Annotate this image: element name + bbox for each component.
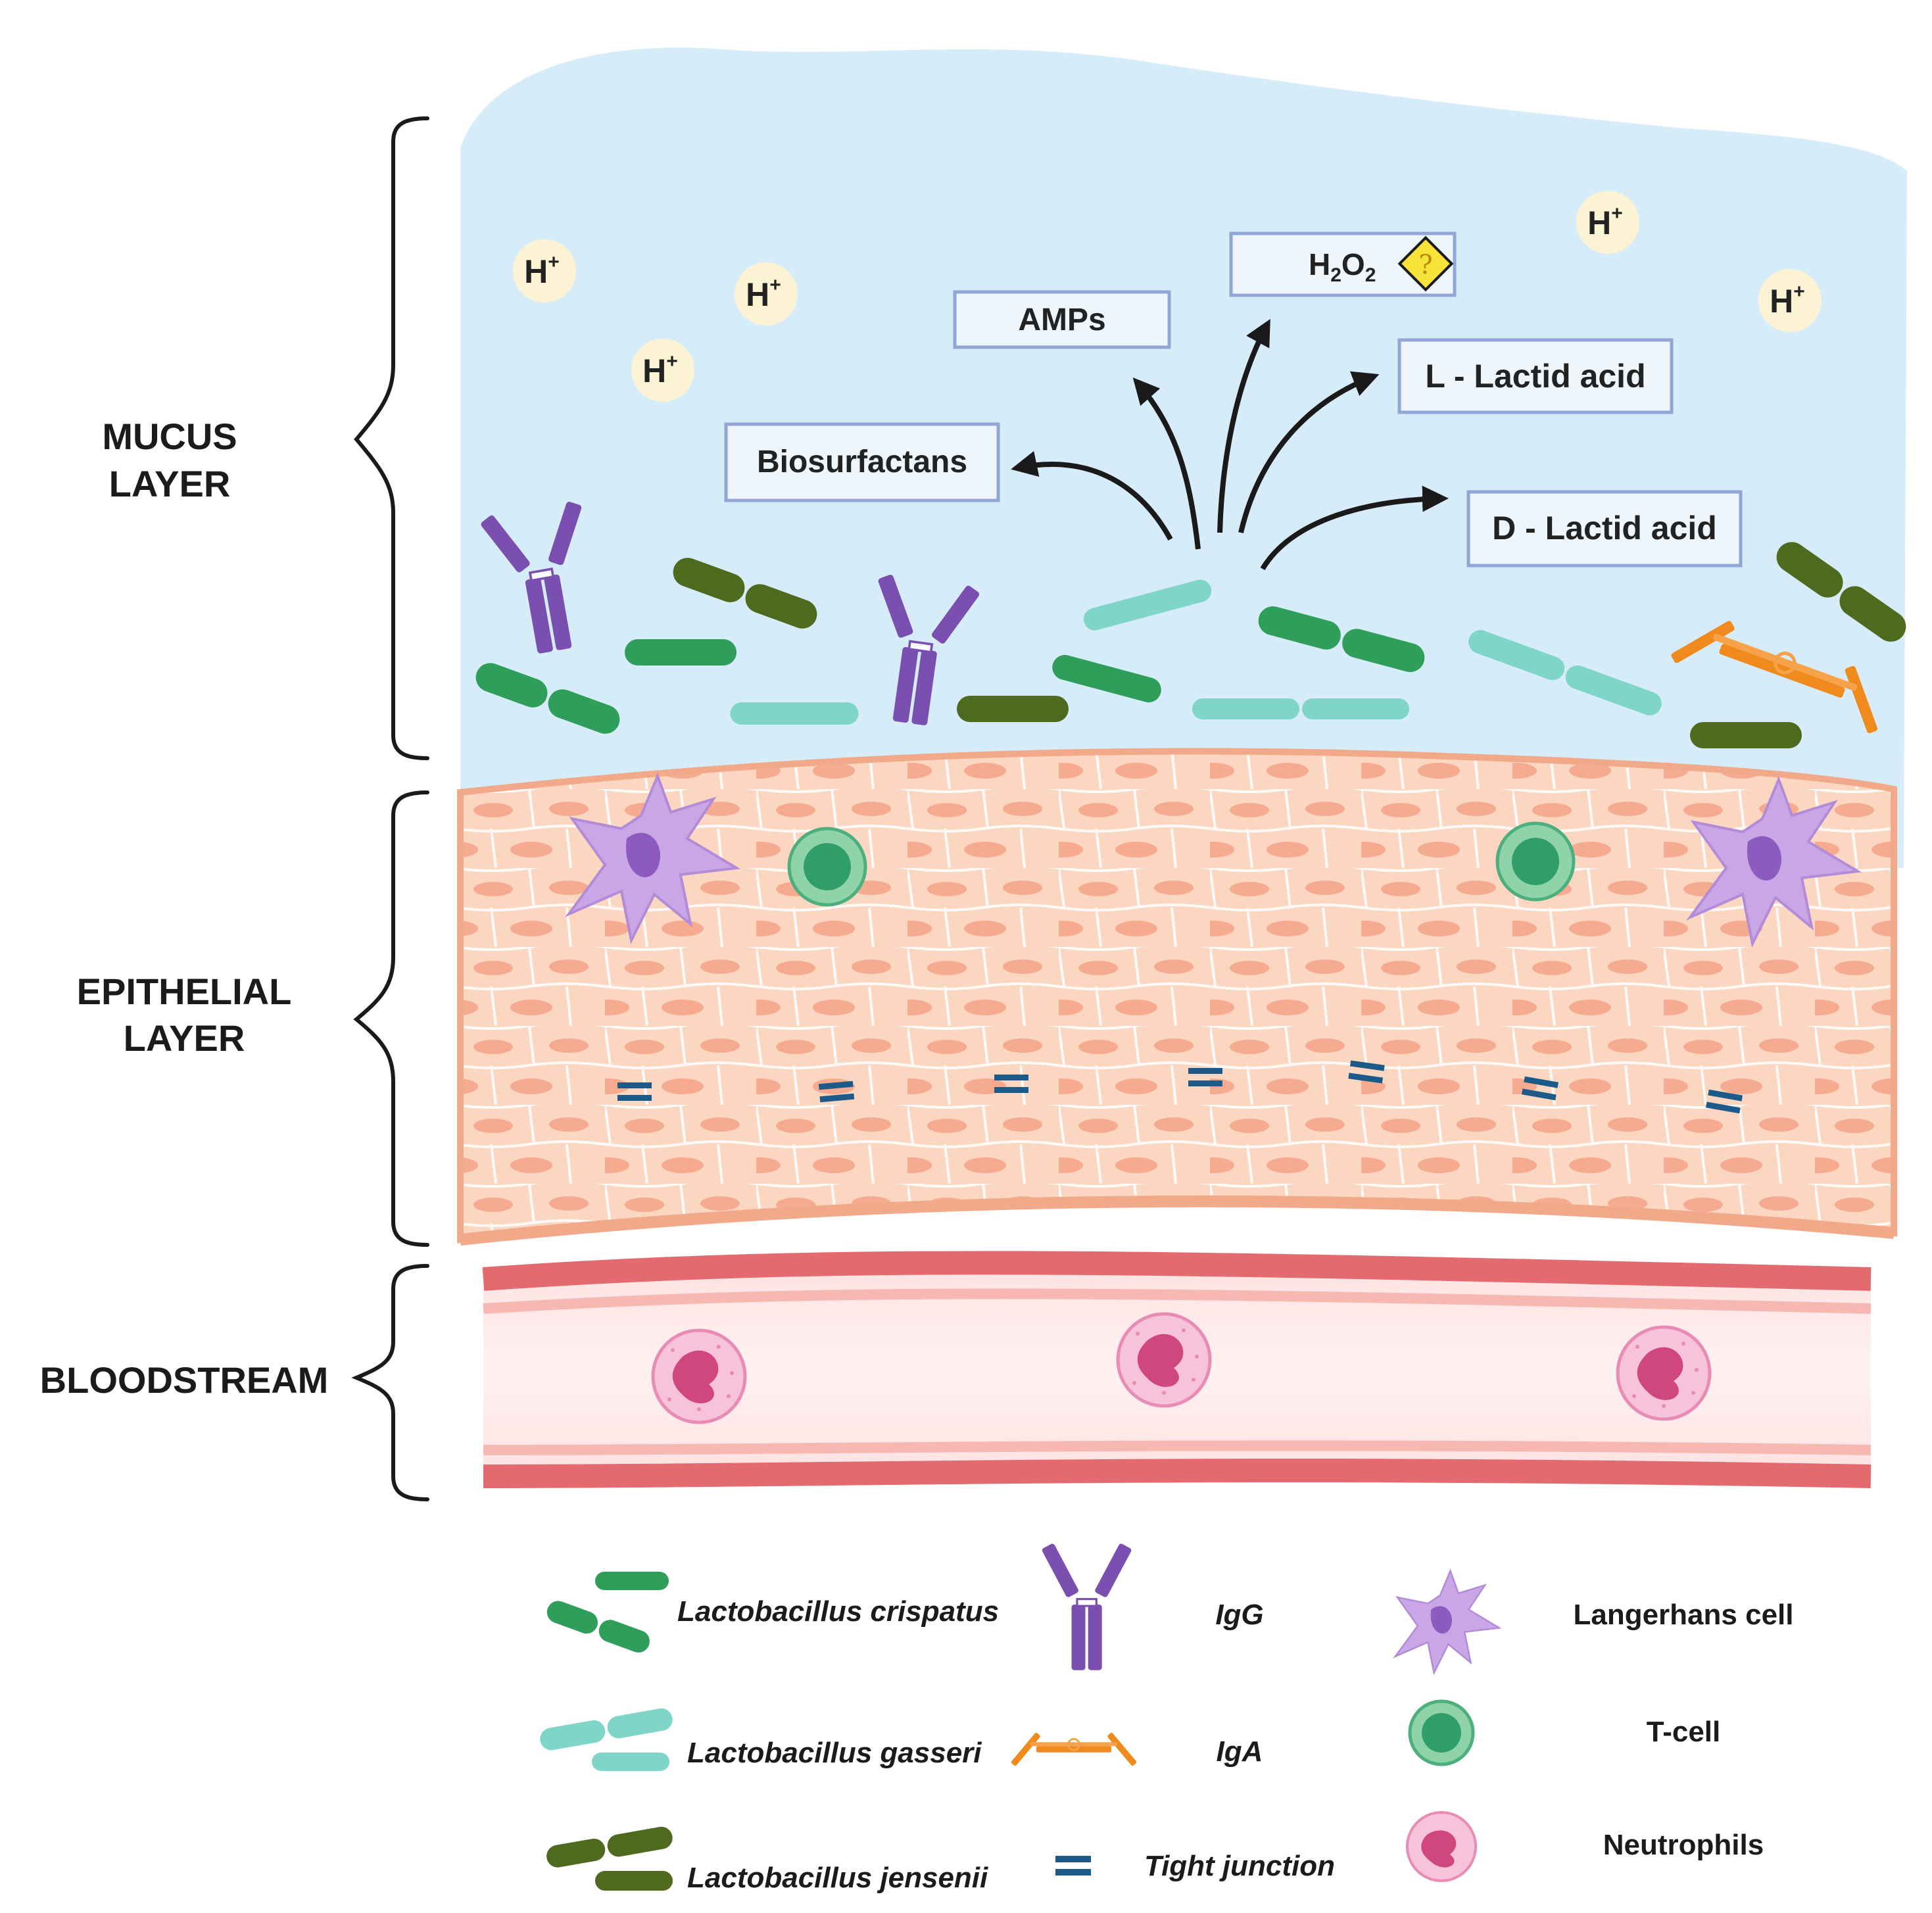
- legend-iga-label: IgA: [1217, 1735, 1263, 1768]
- bacterium: [475, 663, 620, 734]
- bacteria-in-mucus: [475, 542, 1906, 748]
- bacterium: [957, 696, 1069, 722]
- bacterium: [1776, 542, 1906, 642]
- legend-neutrophils-label: Neutrophils: [1603, 1829, 1764, 1861]
- neutrophil: [651, 1328, 747, 1424]
- legend-igg-label: IgG: [1215, 1599, 1263, 1631]
- l-lactic-acid-label: L - Lactid acid: [1425, 358, 1645, 395]
- hydrogen-ion: H+: [1758, 269, 1822, 332]
- l-lactic-acid-box: L - Lactid acid: [1397, 338, 1674, 414]
- hydrogen-ion: H+: [735, 262, 798, 326]
- svg-text:?: ?: [1418, 250, 1432, 280]
- layer-braces: [351, 116, 429, 1501]
- bacterium: [1468, 630, 1662, 715]
- mucus-brace: [354, 116, 429, 760]
- legend-tcell-icon: [1408, 1699, 1475, 1766]
- langerhans-cell: [1685, 775, 1862, 948]
- svg-text:H+: H+: [524, 251, 560, 290]
- bacterium: [1083, 579, 1212, 631]
- legend-crispatus-label: Lactobacillus crispatus: [677, 1595, 999, 1628]
- legend-tcell-label: T-cell: [1647, 1716, 1721, 1748]
- hydrogen-ion: H+: [513, 239, 576, 303]
- legend-crispatus-icon: [546, 1572, 669, 1653]
- legend-gasseri-label: Lactobacillus gasseri: [687, 1737, 982, 1769]
- mucus-layer: [460, 47, 1907, 869]
- h2o2-box: H2O2 ?: [1229, 231, 1457, 297]
- legend-tight-junction-label: Tight junction: [1144, 1850, 1335, 1882]
- tight-junction: [818, 1080, 855, 1103]
- svg-text:EPITHELIAL: EPITHELIAL: [77, 971, 292, 1012]
- legend-jensenii-label: Lactobacillus jensenii: [687, 1862, 988, 1894]
- secretion-arrows: [1011, 318, 1449, 571]
- legend-igg-icon: [1040, 1541, 1134, 1672]
- bacterium: [1052, 654, 1161, 703]
- bacterium: [1258, 606, 1425, 672]
- svg-text:MUCUS: MUCUS: [102, 416, 237, 457]
- biosurfactans-box: Biosurfactans: [724, 422, 1000, 502]
- arrow-to-biosurfactans: [1011, 450, 1173, 541]
- mucus-layer-label: MUCUS LAYER: [102, 416, 237, 504]
- svg-text:H+: H+: [1587, 203, 1623, 241]
- legend-langerhans-label: Langerhans cell: [1573, 1599, 1793, 1631]
- neutrophil: [1116, 1312, 1212, 1408]
- legend-langerhans-icon: [1393, 1568, 1502, 1676]
- arrow-to-l-lactic: [1238, 371, 1380, 533]
- tight-junctions: [617, 1060, 1743, 1114]
- legend-tight-junction-icon: [1055, 1856, 1091, 1876]
- legend: Lactobacillus crispatus Lactobacillus ga…: [540, 1541, 1794, 1894]
- epithelial-brace: [353, 790, 429, 1247]
- t-cell: [1495, 821, 1576, 902]
- neutrophils-in-blood: [651, 1312, 1712, 1424]
- tight-junction: [1348, 1060, 1385, 1084]
- bacterium: [673, 558, 817, 629]
- legend-iga-icon: [1009, 1731, 1138, 1768]
- legend-gasseri-icon: [540, 1708, 673, 1771]
- svg-text:BLOODSTREAM: BLOODSTREAM: [40, 1359, 329, 1401]
- legend-neutrophil-icon: [1406, 1811, 1477, 1882]
- bacterium: [1690, 722, 1802, 748]
- svg-text:H+: H+: [1770, 281, 1805, 320]
- tight-junction: [617, 1082, 652, 1101]
- svg-text:LAYER: LAYER: [124, 1017, 245, 1059]
- arrow-to-d-lactic: [1260, 485, 1449, 571]
- hydrogen-ion: H+: [1576, 191, 1639, 254]
- neutrophil: [1616, 1325, 1712, 1421]
- hazard-icon: ?: [1397, 235, 1454, 292]
- bacterium: [730, 702, 859, 725]
- tight-junction: [1705, 1089, 1743, 1114]
- biosurfactans-label: Biosurfactans: [757, 445, 967, 479]
- t-cell: [787, 827, 867, 907]
- tight-junction: [1521, 1076, 1559, 1101]
- d-lactic-acid-label: D - Lactid acid: [1492, 510, 1717, 546]
- amps-box: AMPs: [953, 290, 1171, 349]
- bloodstream-label: BLOODSTREAM: [40, 1359, 329, 1401]
- hydrogen-ions: H+ H+ H+ H+ H+: [513, 191, 1822, 402]
- epithelial-basal-line: [460, 1195, 1895, 1246]
- epithelial-layer-label: EPITHELIAL LAYER: [77, 971, 292, 1059]
- amps-label: AMPs: [1018, 303, 1105, 337]
- bacterium: [625, 639, 737, 666]
- tight-junction: [1188, 1068, 1222, 1086]
- hydrogen-ion: H+: [631, 339, 694, 402]
- svg-text:H+: H+: [746, 274, 781, 313]
- svg-text:LAYER: LAYER: [109, 463, 231, 504]
- bloodstream-brace: [351, 1264, 429, 1501]
- d-lactic-acid-box: D - Lactid acid: [1466, 490, 1743, 568]
- arrow-to-h2o2: [1217, 318, 1270, 533]
- svg-text:H+: H+: [642, 351, 678, 389]
- h2o2-label: H2O2: [1309, 247, 1376, 286]
- arrow-to-amps: [1132, 377, 1201, 550]
- langerhans-cell: [564, 772, 741, 945]
- bacterium: [1192, 698, 1409, 719]
- legend-jensenii-icon: [546, 1826, 673, 1891]
- tight-junction: [994, 1075, 1028, 1093]
